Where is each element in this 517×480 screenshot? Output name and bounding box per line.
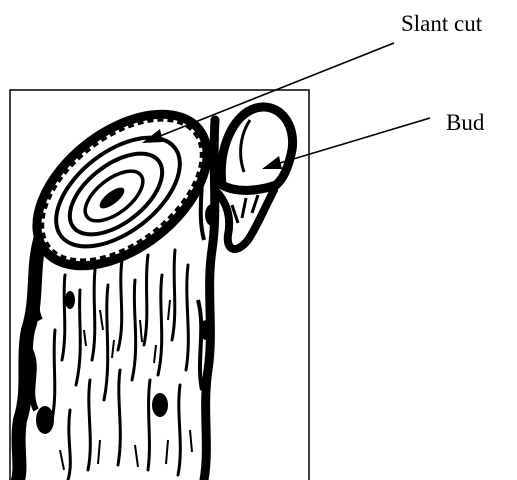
bud (215, 107, 293, 249)
bud-label: Bud (446, 111, 484, 134)
slant-cut-label: Slant cut (401, 12, 482, 35)
